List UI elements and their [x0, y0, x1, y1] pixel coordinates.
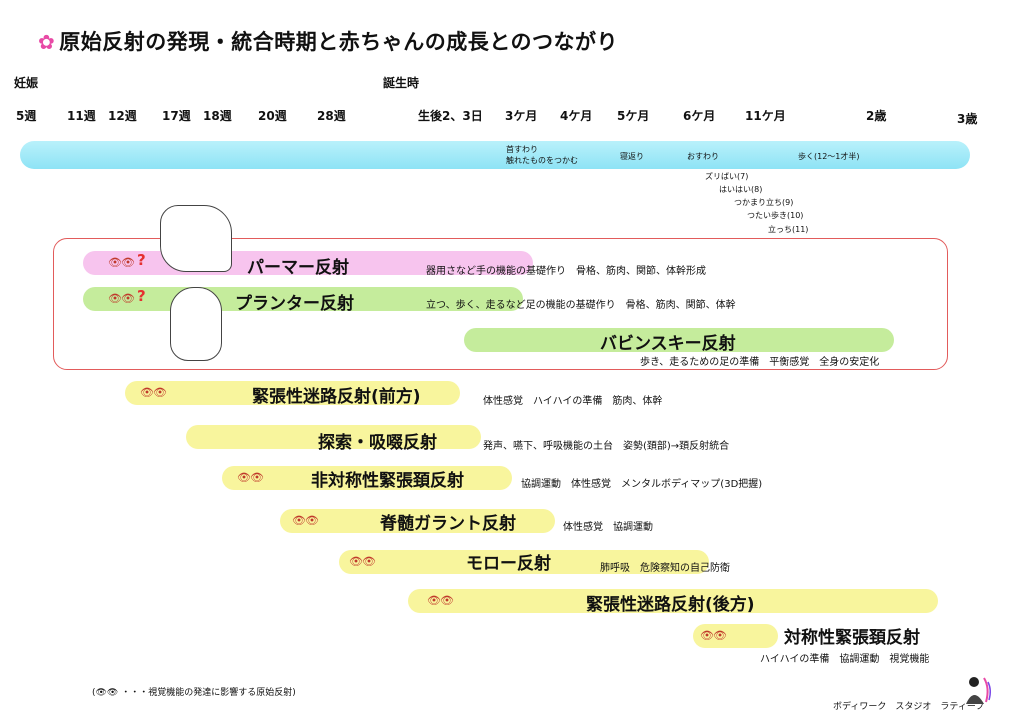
moro-reflex-bar	[339, 550, 709, 574]
eyes-icon: 👁👁	[108, 292, 135, 305]
milestone-label: 触れたものをつかむ	[506, 156, 578, 165]
milestone-label: 歩く(12～1才半)	[798, 152, 860, 161]
week-label: 11週	[67, 109, 96, 123]
atnr-bar	[222, 466, 512, 490]
reflex-name: 探索・吸啜反射	[318, 433, 437, 453]
week-label: 5週	[16, 109, 37, 123]
hand-foot-reflex-frame	[53, 238, 948, 370]
flower-icon: ✿	[38, 30, 56, 54]
milestone-label: つたい歩き(10)	[747, 211, 804, 220]
week-label: 3歳	[957, 112, 978, 126]
week-label: 28週	[317, 109, 346, 123]
week-label: 6ケ月	[683, 109, 716, 123]
babinski-reflex-bar	[464, 328, 894, 352]
milestone-label: 寝返り	[620, 152, 644, 161]
birth-label: 誕生時	[383, 76, 420, 90]
plantar-reflex-bar	[83, 287, 523, 311]
rooting-sucking-bar	[186, 425, 481, 449]
legend-note: (👁👁 ・・・視覚機能の発達に影響する原始反射)	[92, 688, 296, 698]
reflex-description: 歩き、走るための足の準備 平衡感覚 全身の安定化	[640, 357, 880, 368]
eyes-icon: 👁👁	[140, 386, 167, 399]
question-mark: ?	[137, 287, 146, 305]
eyes-icon: 👁👁	[427, 594, 454, 607]
reflex-name: 非対称性緊張頚反射	[311, 471, 464, 491]
eyes-icon: 👁👁	[700, 629, 727, 642]
week-label: 18週	[203, 109, 232, 123]
reflex-description: 肺呼吸 危険察知の自己防衛	[600, 563, 730, 574]
week-label: 20週	[258, 109, 287, 123]
studio-logo-icon	[966, 677, 992, 704]
reflex-name: モロー反射	[466, 554, 551, 574]
week-label: 3ケ月	[505, 109, 538, 123]
timeline-bar	[20, 141, 970, 169]
reflex-description: 体性感覚 協調運動	[563, 522, 653, 533]
eyes-icon: 👁👁	[237, 471, 264, 484]
milestone-label: つかまり立ち(9)	[734, 198, 794, 207]
week-label: 17週	[162, 109, 191, 123]
week-label: 5ケ月	[617, 109, 650, 123]
stnr-bar	[693, 624, 778, 648]
eyes-icon: 👁👁	[292, 514, 319, 527]
milestone-label: おすわり	[687, 152, 719, 161]
page-title: ✿原始反射の発現・統合時期と赤ちゃんの成長とのつながり	[38, 30, 619, 54]
milestone-label: 立っち(11)	[768, 225, 809, 234]
spinal-galant-bar	[280, 509, 555, 533]
reflex-description: 発声、嚥下、呼吸機能の土台 姿勢(頚部)→頚反射統合	[483, 441, 730, 452]
hand-illustration	[160, 205, 232, 272]
pregnancy-label: 妊娠	[14, 76, 39, 90]
week-label: 4ケ月	[560, 109, 593, 123]
reflex-name: 対称性緊張頚反射	[784, 628, 920, 648]
studio-credit: ボディワーク スタジオ ラティーフ	[833, 702, 985, 712]
tlr-backward-bar	[408, 589, 938, 613]
reflex-name: 脊髄ガラント反射	[380, 514, 516, 534]
tlr-forward-bar	[125, 381, 460, 405]
reflex-description: 器用さなど手の機能の基礎作り 骨格、筋肉、関節、体幹形成	[426, 266, 706, 277]
week-label: 生後2、3日	[418, 109, 483, 123]
reflex-description: 協調運動 体性感覚 メンタルボディマップ(3D把握)	[521, 479, 763, 490]
eyes-icon: 👁👁	[349, 555, 376, 568]
studio-logo	[958, 672, 994, 708]
reflex-name: プランター反射	[235, 294, 354, 314]
reflex-description: 立つ、歩く、走るなど足の機能の基礎作り 骨格、筋肉、関節、体幹	[426, 300, 736, 311]
reflex-description: ハイハイの準備 協調運動 視覚機能	[760, 654, 930, 665]
palmar-reflex-bar	[83, 251, 533, 275]
milestone-label: 首すわり	[506, 145, 538, 154]
foot-illustration	[170, 287, 222, 361]
eyes-icon: 👁👁	[108, 256, 135, 269]
week-label: 12週	[108, 109, 137, 123]
question-mark: ?	[137, 251, 146, 269]
reflex-name: パーマー反射	[247, 258, 349, 278]
milestone-label: ズリばい(7)	[705, 172, 749, 181]
reflex-description: 体性感覚 ハイハイの準備 筋肉、体幹	[483, 396, 663, 407]
reflex-name: 緊張性迷路反射(後方)	[586, 595, 755, 615]
week-label: 2歳	[866, 109, 887, 123]
milestone-label: はいはい(8)	[719, 185, 763, 194]
reflex-name: 緊張性迷路反射(前方)	[252, 387, 421, 407]
reflex-name: バビンスキー反射	[600, 334, 736, 354]
week-label: 11ケ月	[745, 109, 786, 123]
